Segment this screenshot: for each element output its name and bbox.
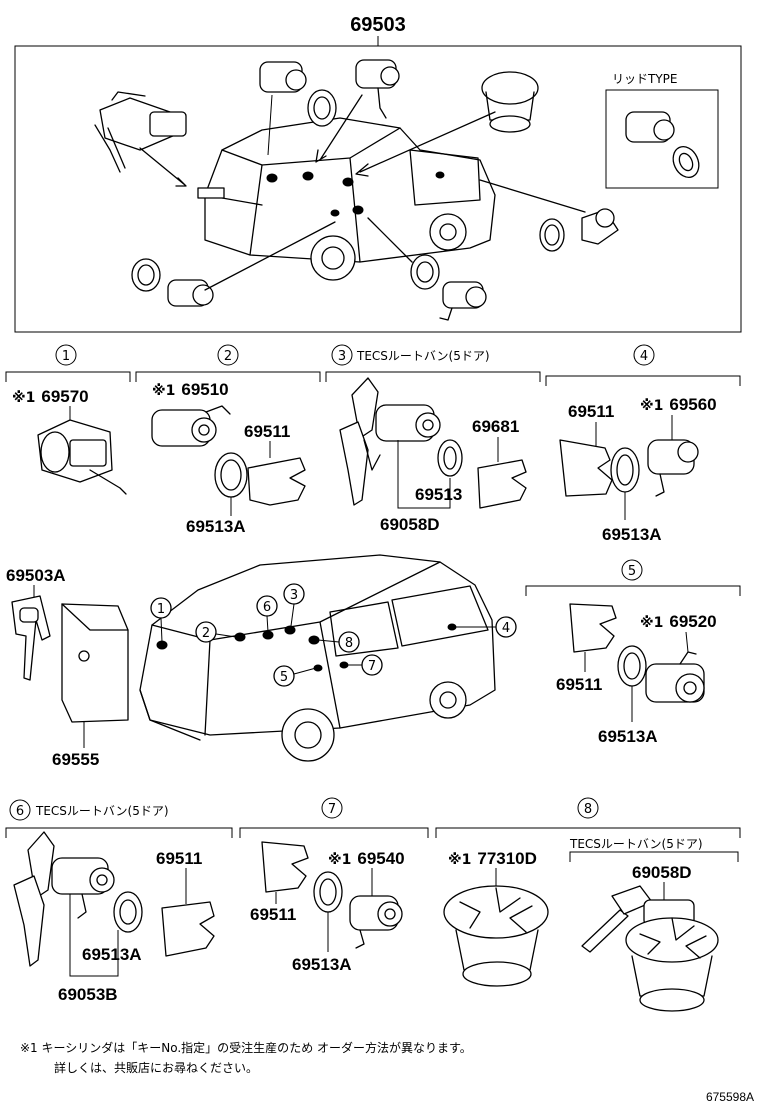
s6-set-part: 69053B bbox=[58, 985, 118, 1004]
s8-cap-drawing bbox=[443, 868, 549, 987]
section-6-number: 6 bbox=[16, 804, 24, 819]
callout-4: 4 bbox=[502, 621, 510, 636]
section-5-number: 5 bbox=[628, 564, 636, 579]
s2-gasket-part: 69513A bbox=[186, 517, 246, 536]
callout-7: 7 bbox=[368, 659, 376, 674]
footnote-line-1: ※1 キーシリンダは「キーNo.指定」の受注生産のため オーダー方法が異なります… bbox=[20, 1040, 472, 1055]
reference-code: 675598A bbox=[706, 1090, 754, 1104]
s3-plate-part: 69681 bbox=[472, 417, 519, 436]
section-8-number: 8 bbox=[584, 802, 592, 817]
s5-plate-part: 69511 bbox=[556, 675, 602, 694]
s6-gasket-part: 69513A bbox=[82, 945, 142, 964]
footnote: ※1 キーシリンダは「キーNo.指定」の受注生産のため オーダー方法が異なります… bbox=[20, 1040, 754, 1104]
s3-set-part: 69058D bbox=[380, 515, 440, 534]
case-drawing bbox=[61, 603, 129, 723]
s2-plate-part: 69511 bbox=[244, 422, 290, 441]
section-3: 3 TECSルートバン(5ドア) 69681 69513 69058D bbox=[325, 344, 541, 534]
s2-cylinder-drawing bbox=[151, 405, 306, 516]
section-3-label: TECSルートバン(5ドア) bbox=[356, 349, 490, 363]
footnote-line-2: 詳しくは、共販店にお尋ねください。 bbox=[54, 1060, 258, 1075]
s1-ignition-drawing bbox=[37, 419, 127, 495]
top-assembly: 69503 bbox=[14, 14, 742, 333]
section-8-sublabel: TECSルートバン(5ドア) bbox=[569, 837, 703, 851]
s5-parts-drawing bbox=[569, 603, 705, 722]
top-frame bbox=[14, 45, 742, 333]
lid-type-frame bbox=[605, 89, 719, 189]
callout-5: 5 bbox=[280, 670, 288, 685]
callout-8: 8 bbox=[345, 636, 353, 651]
section-6: 6 TECSルートバン(5ドア) 69511 69513A 69053B bbox=[5, 799, 233, 1004]
callout-2: 2 bbox=[202, 626, 210, 641]
s3-gasket-part: 69513 bbox=[415, 485, 462, 504]
s6-plate-part: 69511 bbox=[156, 849, 202, 868]
s7-plate-part: 69511 bbox=[250, 905, 296, 924]
s7-parts-drawing bbox=[261, 841, 403, 952]
s5-gasket-part: 69513A bbox=[598, 727, 658, 746]
section-6-label: TECSルートバン(5ドア) bbox=[35, 804, 169, 818]
key-part: 69503A bbox=[6, 566, 66, 585]
section-4-number: 4 bbox=[640, 349, 648, 364]
lid-type-label: リッドTYPE bbox=[612, 72, 677, 86]
section-7-number: 7 bbox=[328, 802, 336, 817]
section-1-number: 1 bbox=[62, 349, 70, 364]
s6-keyset-drawing bbox=[13, 831, 215, 977]
key-and-case: 69503A 69555 bbox=[6, 566, 129, 769]
ignition-assembly-top bbox=[94, 91, 187, 173]
s4-plate-part: 69511 bbox=[568, 402, 614, 421]
callout-3: 3 bbox=[290, 588, 298, 603]
s4-parts-drawing bbox=[559, 415, 699, 520]
callout-1: 1 bbox=[157, 602, 165, 617]
case-part: 69555 bbox=[52, 750, 99, 769]
van-callouts: 1 2 3 4 5 6 7 8 bbox=[150, 583, 517, 687]
section-3-number: 3 bbox=[338, 349, 346, 364]
section-2-number: 2 bbox=[224, 349, 232, 364]
s8-keyset-drawing bbox=[581, 882, 719, 1012]
s8-set-part: 69058D bbox=[632, 863, 692, 882]
van-middle-drawing bbox=[139, 554, 496, 762]
s3-keyset-drawing bbox=[339, 377, 527, 509]
callout-6: 6 bbox=[263, 600, 271, 615]
s4-gasket-part: 69513A bbox=[602, 525, 662, 544]
cylinders-top bbox=[131, 59, 619, 321]
van-top-drawing bbox=[197, 117, 496, 281]
s7-gasket-part: 69513A bbox=[292, 955, 352, 974]
lid-type-box: リッドTYPE bbox=[605, 72, 719, 189]
header-part-number: 69503 bbox=[350, 14, 406, 36]
